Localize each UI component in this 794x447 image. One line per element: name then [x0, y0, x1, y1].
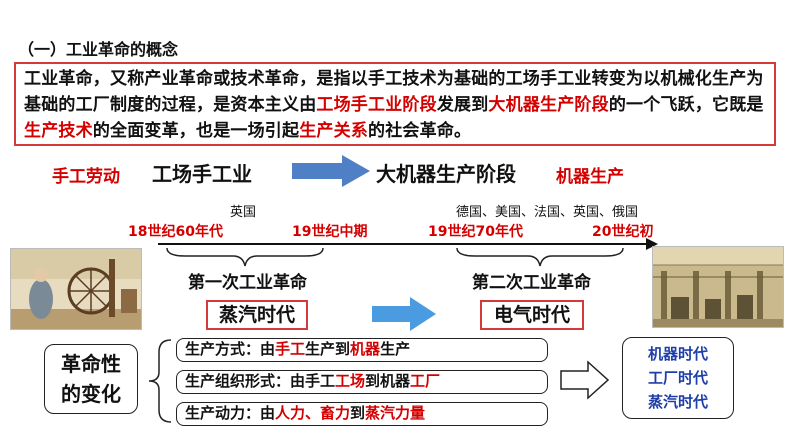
row3-text-d: 蒸汽力量 — [365, 404, 426, 422]
timeline-date-2: 19世纪中期 — [292, 224, 368, 240]
changes-label-line-2: 的变化 — [61, 382, 121, 406]
stage-left-red: 手工劳动 — [52, 167, 120, 187]
stage-right-red: 机器生产 — [556, 167, 624, 187]
timeline-date-1: 18世纪60年代 — [128, 224, 223, 240]
definition-highlight-2: 大机器生产阶段 — [488, 95, 609, 115]
second-era-label: 电气时代 — [480, 300, 584, 330]
timeline-country-2: 德国、美国、法国、英国、俄国 — [456, 205, 639, 220]
definition-text-4: 的全面变革，也是一场引起 — [92, 121, 300, 141]
timeline-date-3: 19世纪70年代 — [428, 224, 523, 240]
definition-text-5: 的社会革命。 — [368, 121, 472, 141]
definition-text-3: 的一个飞跃，它既是 — [608, 95, 764, 115]
definition-highlight-3: 生产技术 — [24, 121, 93, 141]
changes-label-box: 革命性 的变化 — [44, 344, 138, 414]
change-row-power: 生产动力：由人力、畜力到蒸汽力量 — [176, 402, 548, 426]
timeline-line — [158, 243, 648, 245]
stage-arrow-icon — [292, 155, 370, 187]
definition-text-1: 工业革命，又称产业革命或技术革命，是指以手工技术为基础的工场手工业转变为以机械化… — [24, 69, 764, 115]
stage-right-black: 大机器生产阶段 — [376, 162, 516, 186]
row3-text-a: 生产动力：由 — [185, 404, 276, 422]
first-revolution-label: 第一次工业革命 — [188, 273, 307, 293]
result-arrow-icon — [560, 360, 610, 400]
section-title: （一）工业革命的概念 — [18, 40, 179, 59]
row1-text-b: 手工 — [275, 340, 306, 358]
timeline-date-4: 20世纪初 — [592, 224, 654, 240]
row1-text-c: 生产到 — [305, 340, 351, 358]
row1-text-e: 生产 — [380, 340, 411, 358]
definition-highlight-1: 工场手工业阶段 — [316, 95, 437, 115]
factory-image — [652, 246, 784, 328]
row3-text-b: 人力、畜力 — [275, 404, 351, 422]
result-item-3: 蒸汽时代 — [647, 393, 708, 411]
brace-first-icon — [166, 247, 324, 267]
change-row-production-mode: 生产方式：由手工生产到机器生产 — [176, 338, 548, 362]
row3-text-c: 到 — [350, 404, 366, 422]
changes-brace-icon — [148, 339, 172, 423]
row2-text-b: 工场 — [335, 372, 366, 390]
stage-left-black: 工场手工业 — [152, 162, 252, 186]
row2-text-c: 到机器 — [365, 372, 411, 390]
first-era-label: 蒸汽时代 — [206, 300, 308, 330]
result-item-2: 工厂时代 — [647, 369, 708, 387]
change-row-organization: 生产组织形式：由手工工场到机器工厂 — [176, 370, 548, 394]
definition-text-2: 发展到 — [436, 95, 489, 115]
timeline-country-1: 英国 — [230, 205, 257, 220]
row2-text-d: 工厂 — [410, 372, 441, 390]
spinning-wheel-image — [10, 248, 142, 330]
definition-highlight-4: 生产关系 — [299, 121, 369, 141]
row2-text-a: 生产组织形式：由手工 — [185, 372, 336, 390]
row1-text-d: 机器 — [350, 340, 381, 358]
changes-label-line-1: 革命性 — [61, 352, 121, 376]
result-box: 机器时代 工厂时代 蒸汽时代 — [622, 337, 734, 419]
row1-text-a: 生产方式：由 — [185, 340, 276, 358]
second-revolution-label: 第二次工业革命 — [472, 273, 591, 293]
brace-second-icon — [456, 247, 624, 267]
result-item-1: 机器时代 — [647, 345, 708, 363]
era-arrow-icon — [372, 297, 436, 331]
definition-box: 工业革命，又称产业革命或技术革命，是指以手工技术为基础的工场手工业转变为以机械化… — [14, 62, 776, 146]
